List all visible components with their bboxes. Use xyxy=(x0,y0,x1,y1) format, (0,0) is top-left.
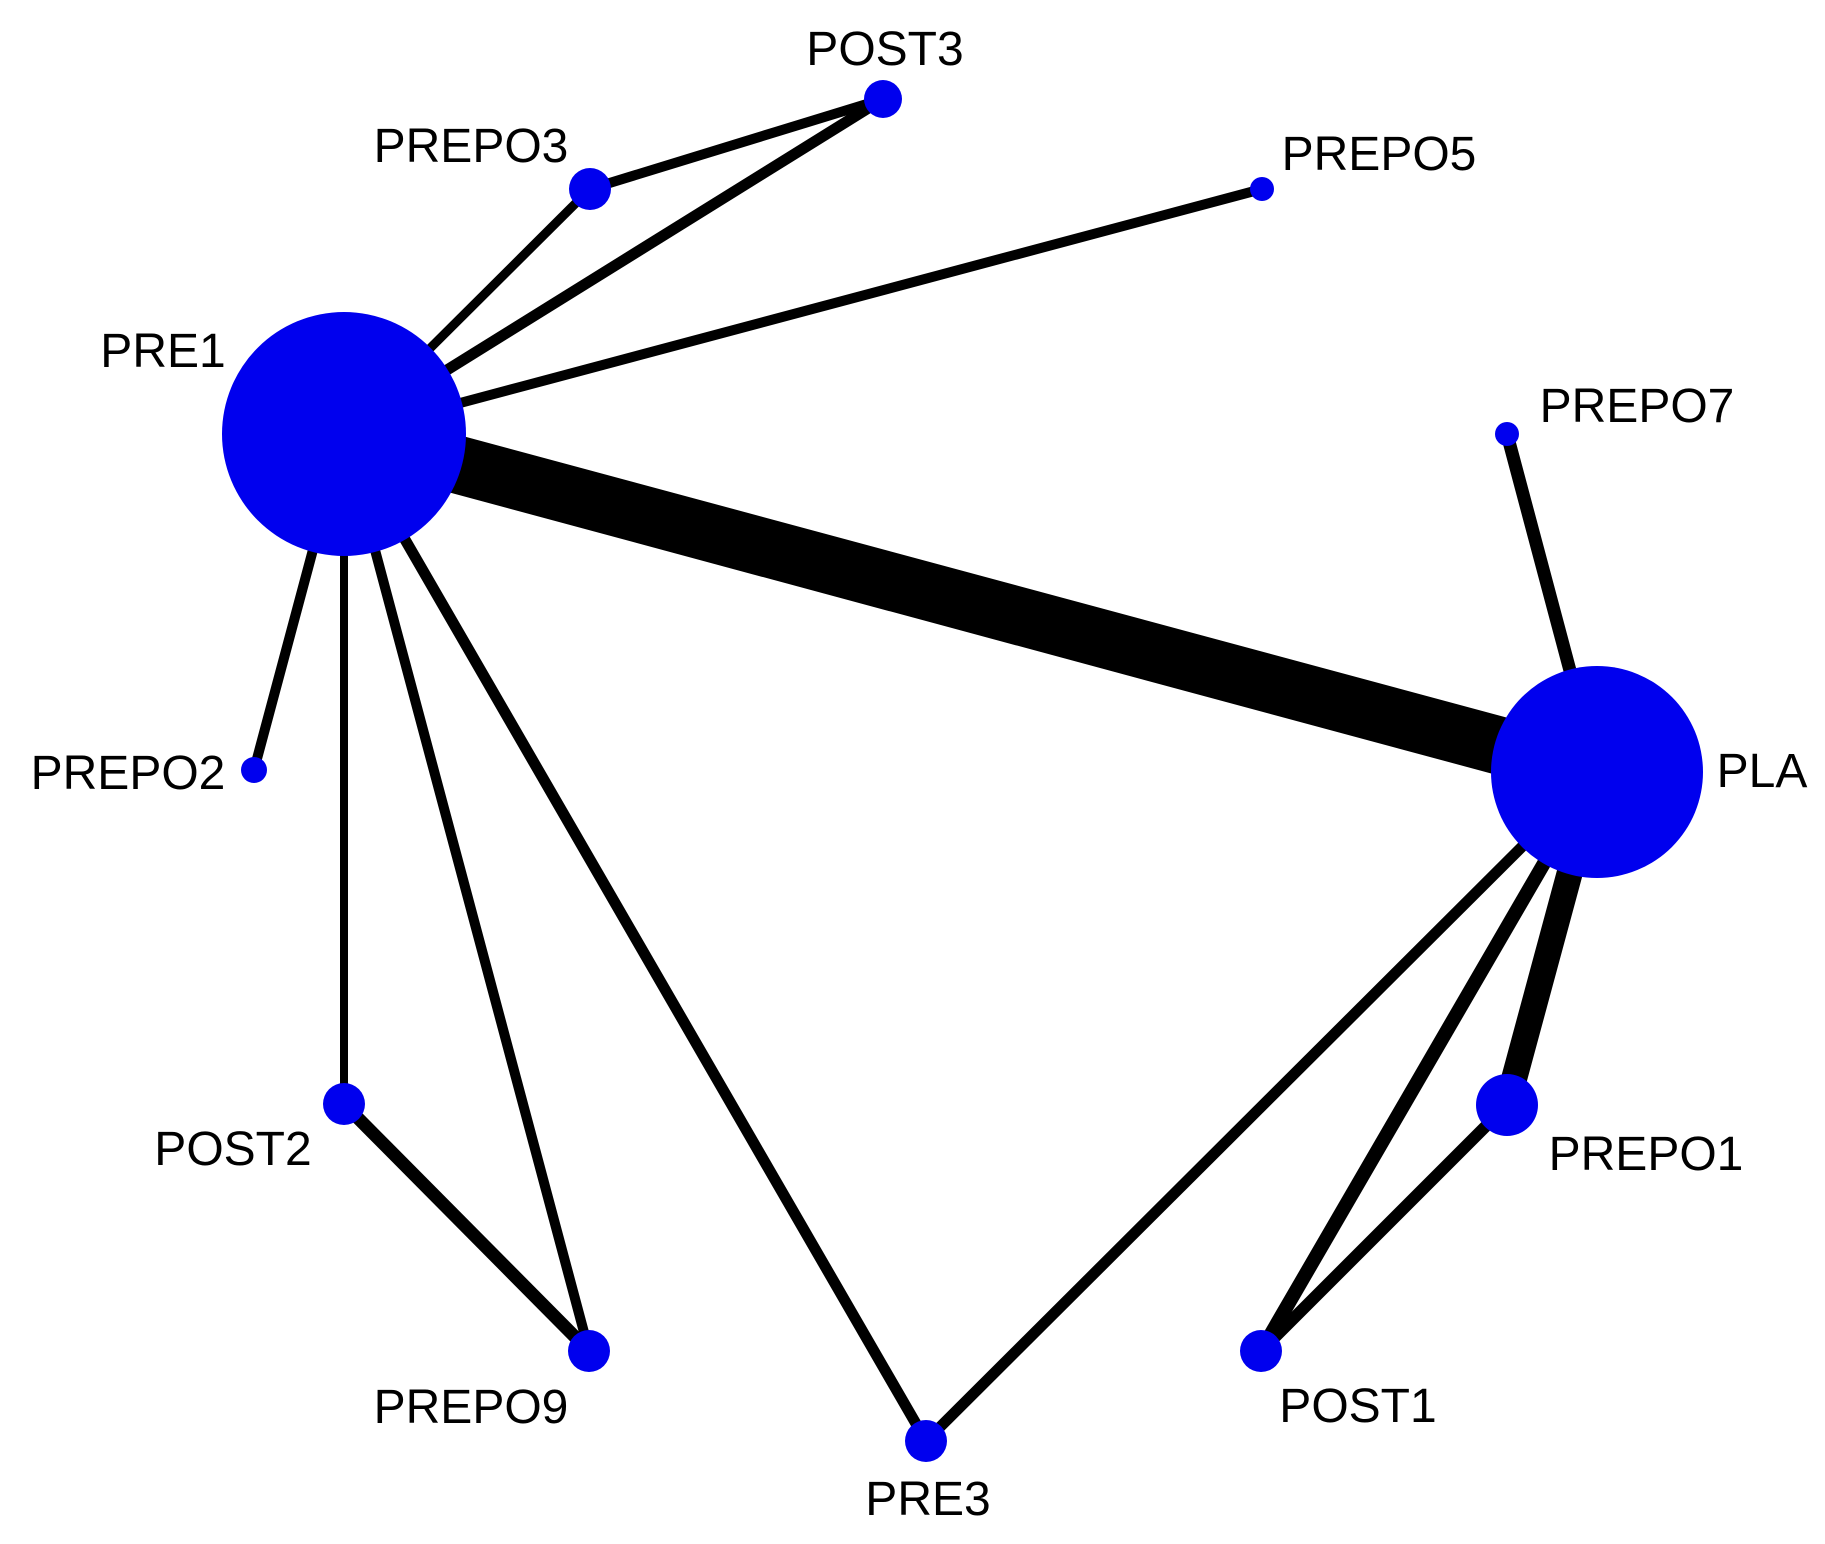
edges-layer xyxy=(249,94,1610,1445)
node-POST1[interactable] xyxy=(1240,1330,1282,1372)
label-POST2: POST2 xyxy=(154,1123,311,1176)
edge-PLA-PRE3 xyxy=(922,768,1601,1445)
node-POST3[interactable] xyxy=(864,80,902,118)
label-PLA: PLA xyxy=(1717,745,1808,798)
node-PREPO3[interactable] xyxy=(569,168,611,210)
node-PRE3[interactable] xyxy=(905,1420,947,1462)
label-POST1: POST1 xyxy=(1279,1380,1436,1433)
edge-PLA-POST1 xyxy=(1254,768,1604,1355)
edge-PRE1-PREPO9 xyxy=(339,432,594,1353)
edge-PREPO3-POST3 xyxy=(588,94,885,194)
label-PREPO3: PREPO3 xyxy=(374,120,569,173)
edge-PRE1-PLA xyxy=(336,406,1605,800)
edge-PREPO1-POST1 xyxy=(1256,1100,1512,1356)
node-PLA[interactable] xyxy=(1491,666,1703,878)
edge-PRE1-PREPO5 xyxy=(342,184,1264,439)
node-PREPO1[interactable] xyxy=(1476,1074,1538,1136)
edge-POST2-PREPO9 xyxy=(339,1099,594,1356)
node-PREPO5[interactable] xyxy=(1250,177,1274,201)
label-PRE3: PRE3 xyxy=(865,1473,990,1526)
label-PREPO9: PREPO9 xyxy=(374,1381,569,1434)
label-PREPO2: PREPO2 xyxy=(31,747,226,800)
label-PREPO5: PREPO5 xyxy=(1282,128,1477,181)
node-PREPO9[interactable] xyxy=(568,1330,610,1372)
label-PRE1: PRE1 xyxy=(100,325,225,378)
label-POST3: POST3 xyxy=(806,23,963,76)
nodes-layer xyxy=(222,80,1703,1462)
node-PREPO7[interactable] xyxy=(1495,422,1519,446)
node-PREPO2[interactable] xyxy=(241,757,267,783)
node-POST2[interactable] xyxy=(323,1083,365,1125)
label-PREPO7: PREPO7 xyxy=(1540,380,1735,433)
edge-PRE1-PRE3 xyxy=(339,431,931,1444)
label-PREPO1: PREPO1 xyxy=(1549,1128,1744,1181)
node-PRE1[interactable] xyxy=(222,312,466,556)
